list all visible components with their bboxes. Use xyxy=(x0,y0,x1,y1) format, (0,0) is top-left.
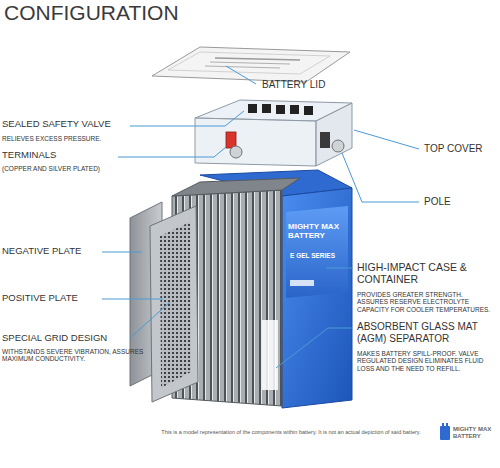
leader-line xyxy=(276,328,352,368)
leader-line xyxy=(354,130,419,149)
safety-valve xyxy=(276,105,285,114)
part-name: NEGATIVE PLATE xyxy=(2,246,81,257)
part-name: BATTERY LID xyxy=(262,79,325,91)
lid-rim xyxy=(168,52,330,74)
leader-line xyxy=(130,302,170,338)
logo-icon xyxy=(446,423,448,426)
leader-line xyxy=(102,252,142,253)
part-note: MAKES BATTERY SPILL-PROOF. VALVE REGULAT… xyxy=(357,350,495,372)
part-name: POSITIVE PLATE xyxy=(2,293,78,304)
battery-lid xyxy=(152,47,350,82)
leader-line xyxy=(326,268,352,269)
case-badge xyxy=(290,280,314,286)
safety-valve xyxy=(262,104,271,113)
lid-print xyxy=(205,66,280,68)
logo-icon xyxy=(442,423,444,426)
case-front xyxy=(282,188,352,408)
part-name: TERMINALS xyxy=(2,150,56,161)
leader-line xyxy=(226,66,256,84)
part-note: (COPPER AND SILVER PLATED) xyxy=(2,165,100,172)
lid-print xyxy=(210,62,290,64)
part-name: SPECIAL GRID DESIGN xyxy=(2,333,107,344)
safety-valve xyxy=(290,105,299,114)
agm-separator xyxy=(262,320,278,390)
terminal xyxy=(320,132,330,148)
case-label-panel xyxy=(286,206,348,298)
part-name: POLE xyxy=(424,196,451,208)
plate-grid xyxy=(160,222,191,388)
leader-line xyxy=(118,147,226,157)
terminal-bolt xyxy=(230,146,242,158)
top-cover-side xyxy=(316,103,352,166)
safety-valve xyxy=(304,106,313,115)
part-name: HIGH-IMPACT CASE & CONTAINER xyxy=(357,261,495,285)
positive-plate xyxy=(150,206,198,402)
part-name: TOP COVER xyxy=(424,143,483,155)
top-cover-front xyxy=(195,118,316,166)
pole xyxy=(332,140,344,152)
leader-line xyxy=(102,299,163,300)
part-note: PROVIDES GREATER STRENGTH. ASSURES RESER… xyxy=(357,291,495,313)
safety-valve xyxy=(248,104,257,113)
caption: This is a model representation of the co… xyxy=(160,429,422,435)
leader-line xyxy=(342,153,419,202)
logo-icon xyxy=(440,426,450,440)
part-note: WITHSTANDS SEVERE VIBRATION, ASSURES MAX… xyxy=(2,348,152,363)
brand-print: MIGHTY MAX BATTERY xyxy=(288,222,346,240)
logo-text: MIGHTY MAX BATTERY xyxy=(453,426,497,440)
terminal xyxy=(226,132,236,148)
part-note: RELIEVES EXCESS PRESSURE. xyxy=(2,135,101,142)
plate-stack-top xyxy=(172,178,300,196)
title: CONFIGURATION xyxy=(4,1,179,25)
part-name: SEALED SAFETY VALVE xyxy=(2,119,111,130)
series-print: E GEL SERIES xyxy=(290,252,335,259)
lid-print xyxy=(215,58,300,60)
leader-line xyxy=(130,111,244,126)
part-name: ABSORBENT GLASS MAT (AGM) SEPARATOR xyxy=(357,321,497,344)
